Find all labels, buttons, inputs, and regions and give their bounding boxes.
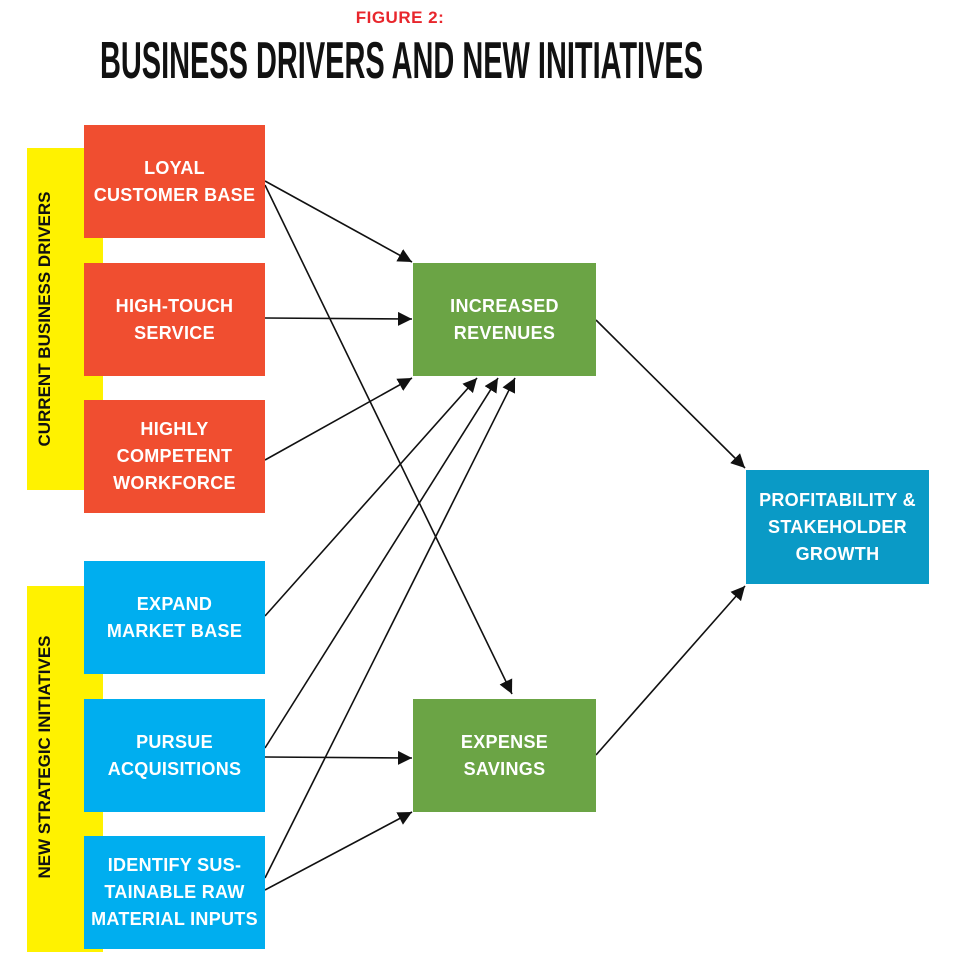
driver-workforce-line-2: COMPETENT	[116, 446, 233, 466]
diagram-title: BUSINESS DRIVERS AND NEW INITIATIVES	[100, 32, 703, 90]
current-drivers-label: CURRENT BUSINESS DRIVERS	[35, 191, 54, 447]
arrow-workforce-to-revenues	[264, 377, 413, 461]
driver-loyal-line-1: LOYAL	[144, 157, 205, 178]
initiative-sustainable-line-3: MATERIAL INPUTS	[91, 909, 258, 929]
arrow-savings-to-goal	[595, 585, 746, 756]
outcome-increased-revenues: INCREASED REVENUES	[413, 263, 596, 376]
initiative-expand-line-2: MARKET BASE	[106, 620, 243, 641]
driver-workforce-line-1: HIGHLY	[140, 419, 209, 439]
goal-line-1: PROFITABILITY &	[759, 489, 916, 510]
driver-high-touch-service: HIGH-TOUCH SERVICE	[84, 263, 265, 376]
initiative-sustainable-inputs: IDENTIFY SUS- TAINABLE RAW MATERIAL INPU…	[84, 836, 265, 949]
driver-service-line-2: SERVICE	[134, 322, 215, 343]
driver-loyal-line-2: CUSTOMER BASE	[93, 184, 256, 205]
arrow-expand-to-revenues	[264, 377, 478, 617]
initiative-expand-market-base: EXPAND MARKET BASE	[84, 561, 265, 674]
initiative-sustainable-line-2: TAINABLE RAW	[104, 882, 245, 902]
figure-label: FIGURE 2:	[355, 8, 445, 27]
goal-profitability-growth: PROFITABILITY & STAKEHOLDER GROWTH	[746, 470, 929, 584]
outcome-savings-line-2: SAVINGS	[463, 758, 546, 779]
arrow-acquisitions-to-revenues	[264, 377, 499, 749]
outcome-expense-savings: EXPENSE SAVINGS	[413, 699, 596, 812]
arrow-revenues-to-goal	[595, 319, 746, 469]
driver-workforce-line-3: WORKFORCE	[113, 473, 236, 493]
outcome-revenues-line-2: REVENUES	[453, 322, 556, 343]
arrow-service-to-revenues	[264, 311, 413, 326]
arrow-sustainable-to-savings	[264, 811, 413, 891]
initiative-expand-line-1: EXPAND	[136, 593, 213, 614]
goal-line-2: STAKEHOLDER	[768, 516, 907, 537]
driver-loyal-customer-base: LOYAL CUSTOMER BASE	[84, 125, 265, 238]
initiative-acquisitions-line-1: PURSUE	[136, 731, 213, 752]
arrow-acquisitions-to-savings	[264, 750, 413, 765]
driver-service-line-1: HIGH-TOUCH	[115, 295, 234, 316]
outcome-revenues-line-1: INCREASED	[450, 295, 559, 316]
goal-line-3: GROWTH	[795, 543, 880, 564]
diagram-title-text: BUSINESS DRIVERS AND NEW INITIATIVES	[100, 32, 703, 90]
initiative-sustainable-line-1: IDENTIFY SUS-	[107, 855, 242, 875]
outcome-savings-line-1: EXPENSE	[460, 731, 549, 752]
arrow-loyal-to-revenues	[264, 180, 413, 263]
strategic-initiatives-label: NEW STRATEGIC INITIATIVES	[35, 635, 54, 879]
initiative-acquisitions-line-2: ACQUISITIONS	[107, 758, 242, 779]
initiative-pursue-acquisitions: PURSUE ACQUISITIONS	[84, 699, 265, 812]
driver-competent-workforce: HIGHLY COMPETENT WORKFORCE	[84, 400, 265, 513]
arrow-loyal-to-savings	[264, 184, 513, 695]
